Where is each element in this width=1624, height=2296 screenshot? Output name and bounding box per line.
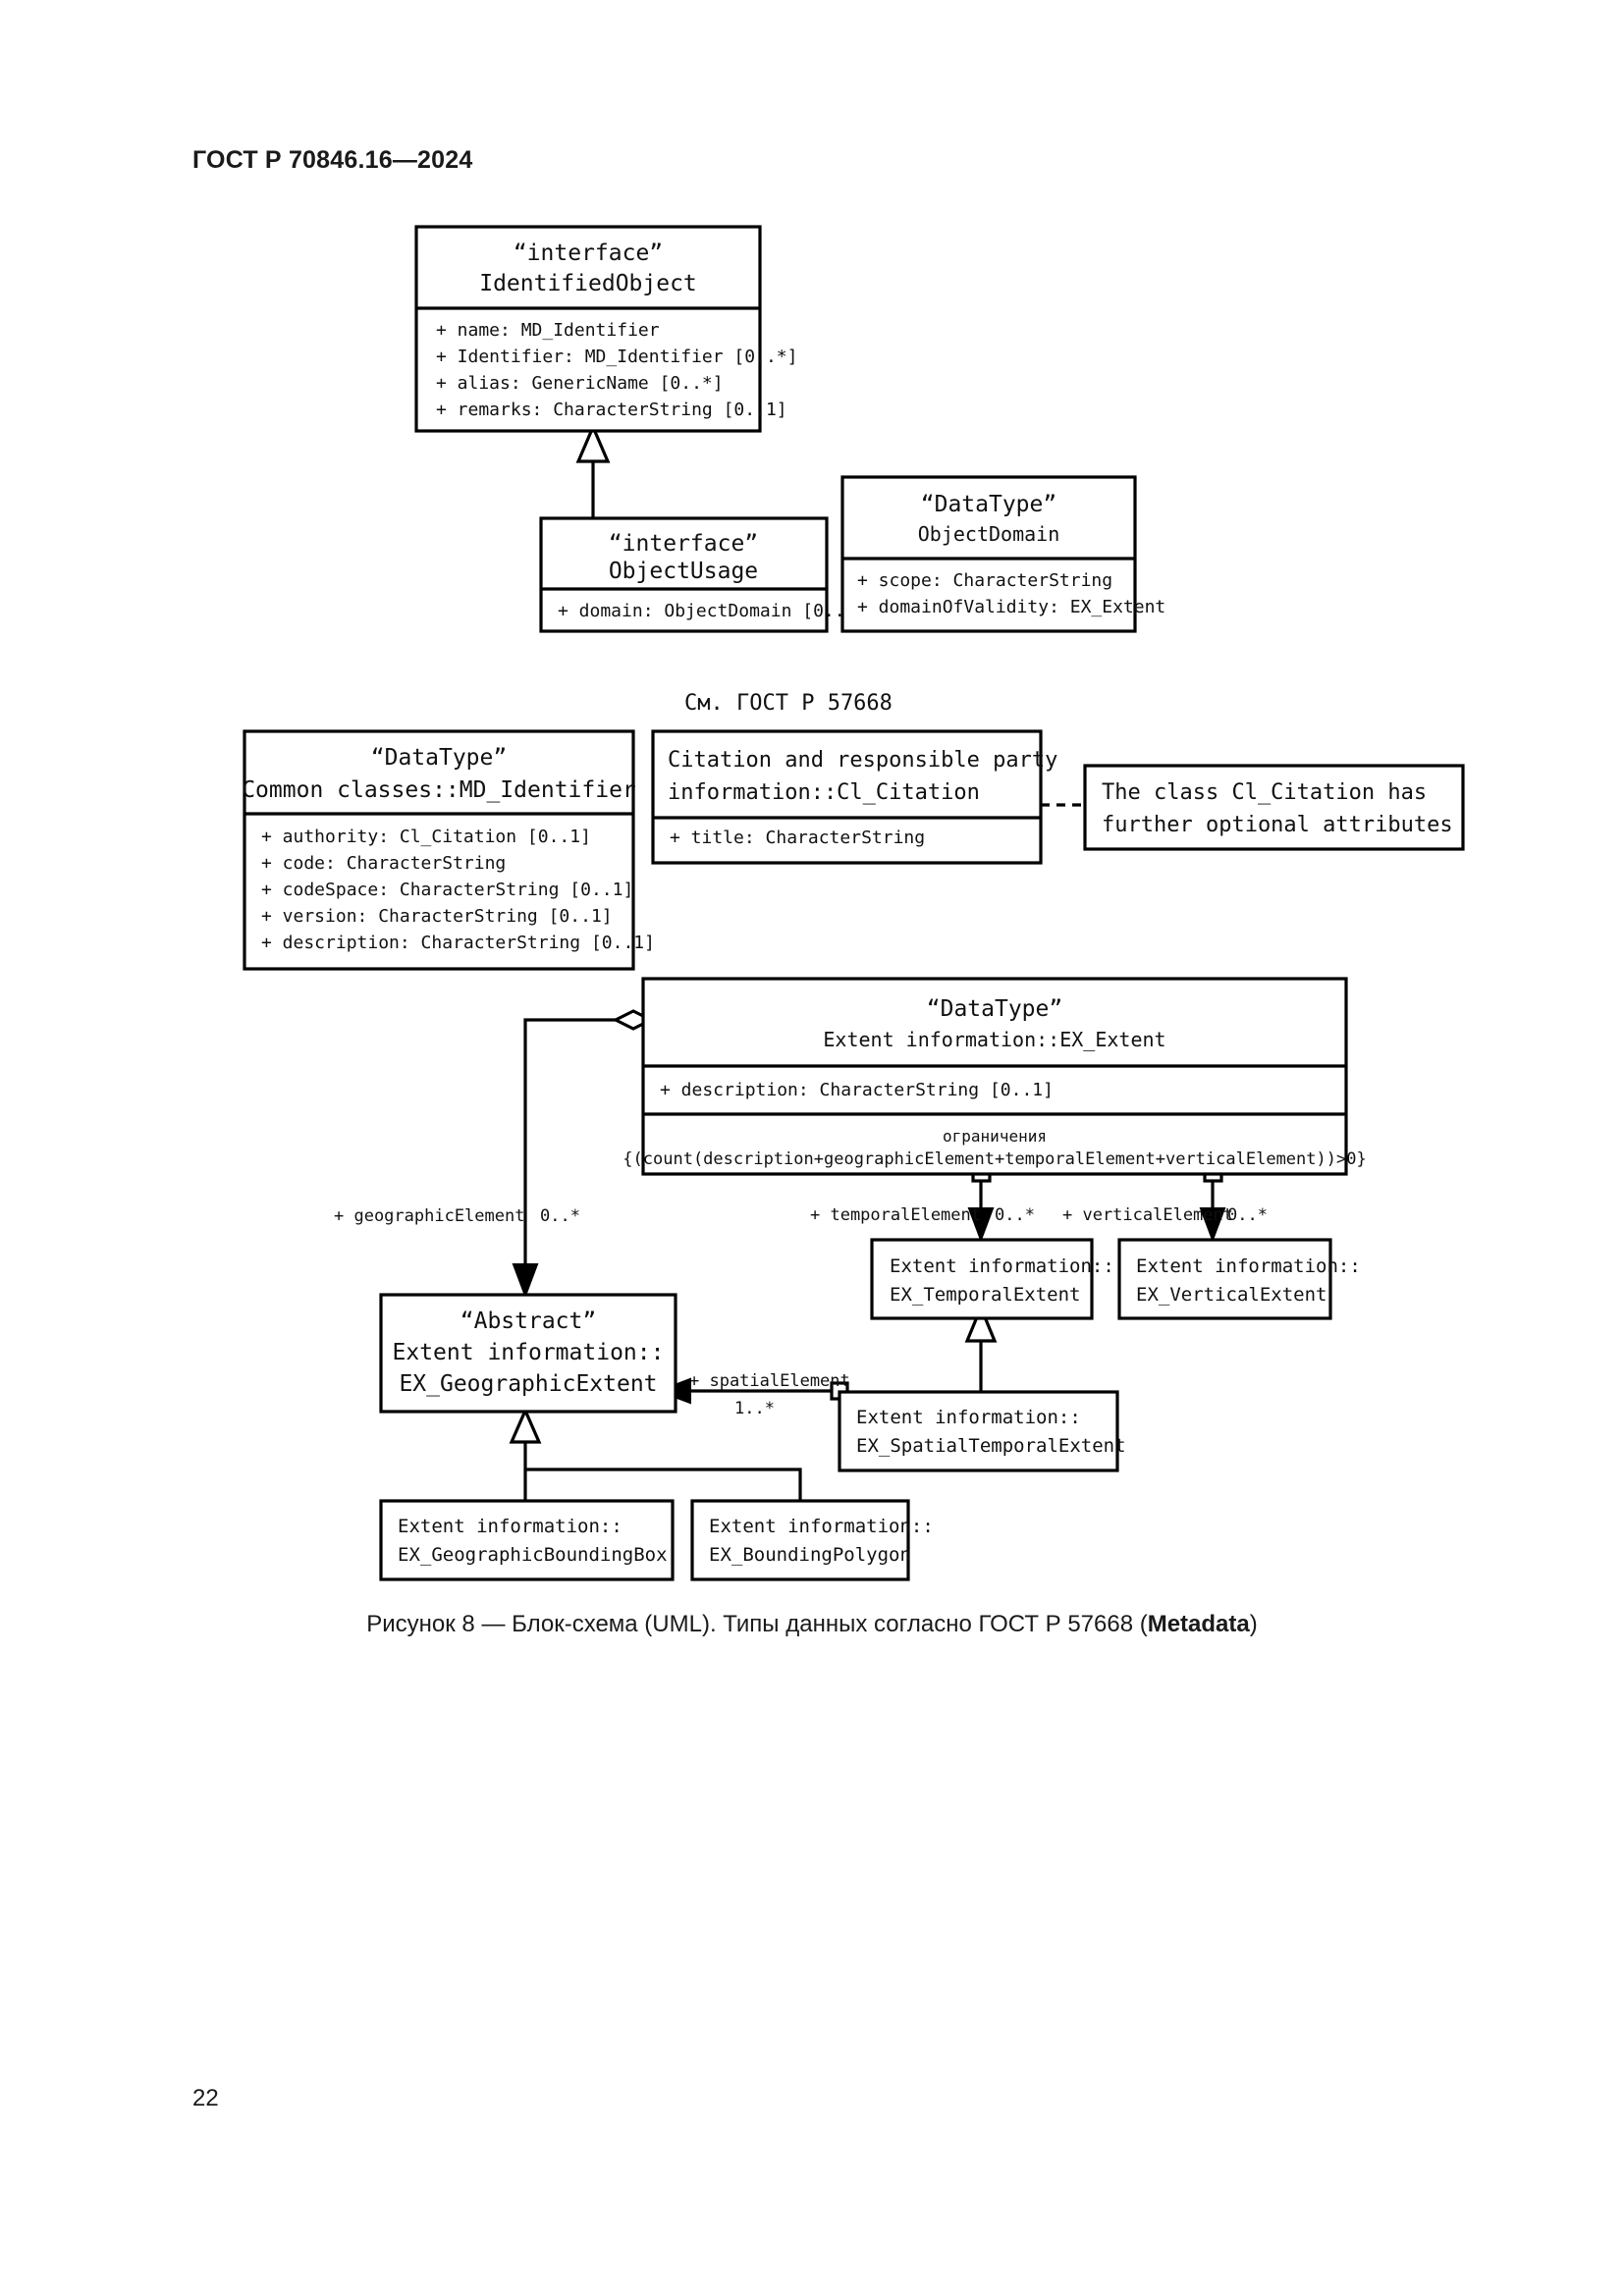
class-identifiedobject[interactable]: “interface” IdentifiedObject + name: MD_… — [414, 225, 797, 433]
extemporalextent-name-line2: EX_TemporalExtent — [890, 1284, 1080, 1306]
exgeographicextent-stereotype: “Abstract” — [460, 1308, 596, 1334]
class-ci-citation[interactable]: Citation and responsible party informati… — [651, 729, 1057, 865]
cicitation-attr-0: + title: CharacterString — [670, 828, 925, 848]
aggregation-exextent-to-verticalextent — [1199, 1164, 1226, 1243]
class-md-identifier[interactable]: “DataType” Common classes::MD_Identifier… — [242, 729, 655, 971]
label-spatialelement-role: + spatialElement — [689, 1371, 850, 1391]
document-header: ГОСТ Р 70846.16—2024 — [192, 146, 473, 174]
objectdomain-attr-0: + scope: CharacterString — [857, 570, 1112, 591]
objectdomain-attr-1: + domainOfValidity: EX_Extent — [857, 597, 1165, 617]
objectusage-name: ObjectUsage — [609, 559, 758, 584]
figure-caption-suffix: ) — [1249, 1611, 1258, 1637]
citation-note-line1: The class Cl_Citation has — [1102, 780, 1427, 805]
see-gost-label: См. ГОСТ Р 57668 — [684, 691, 893, 716]
mdidentifier-stereotype: “DataType” — [371, 745, 507, 771]
exspatialtemporalextent-name-line2: EX_SpatialTemporalExtent — [856, 1435, 1126, 1457]
exextent-stereotype: “DataType” — [927, 996, 1062, 1022]
uml-class-diagram: “interface” IdentifiedObject + name: MD_… — [242, 225, 1465, 1581]
identifiedobject-stereotype: “interface” — [514, 240, 663, 266]
class-objectusage[interactable]: “interface” ObjectUsage + domain: Object… — [539, 516, 866, 633]
mdidentifier-name: Common classes::MD_Identifier — [242, 777, 636, 803]
objectusage-attr-0: + domain: ObjectDomain [0..*] — [558, 601, 866, 621]
cicitation-name-line2: information::Cl_Citation — [668, 780, 980, 805]
exgeographicboundingbox-name-line2: EX_GeographicBoundingBox — [398, 1544, 668, 1566]
mdidentifier-attr-0: + authority: Cl_Citation [0..1] — [261, 827, 591, 847]
exspatialtemporalextent-name-line1: Extent information:: — [856, 1407, 1081, 1428]
objectusage-stereotype: “interface” — [609, 531, 758, 557]
identifiedobject-attr-3: + remarks: CharacterString [0..1] — [436, 400, 787, 420]
generalization-objectusage-to-identifiedobject — [575, 422, 611, 520]
label-verticalelement-role: + verticalElement — [1062, 1205, 1233, 1225]
mdidentifier-attr-1: + code: CharacterString — [261, 853, 506, 874]
exextent-constraint-expression: {(count(description+geographicElement+te… — [623, 1149, 1366, 1169]
class-ex-boundingpolygon[interactable]: Extent information:: EX_BoundingPolygon — [690, 1499, 934, 1581]
identifiedobject-attr-2: + alias: GenericName [0..*] — [436, 373, 724, 394]
extemporalextent-name-line1: Extent information:: — [890, 1255, 1114, 1277]
mdidentifier-attr-3: + version: CharacterString [0..1] — [261, 906, 613, 927]
citation-note-line2: further optional attributes — [1102, 813, 1453, 837]
class-ex-geographicboundingbox[interactable]: Extent information:: EX_GeographicBoundi… — [379, 1499, 675, 1581]
label-geographicelement-role: + geographicElement — [334, 1206, 524, 1226]
mdidentifier-attr-4: + description: CharacterString [0..1] — [261, 933, 655, 953]
exverticalextent-name-line1: Extent information:: — [1136, 1255, 1361, 1277]
cicitation-name-line1: Citation and responsible party — [668, 748, 1057, 773]
exextent-attr-0: + description: CharacterString [0..1] — [660, 1080, 1054, 1100]
identifiedobject-attr-0: + name: MD_Identifier — [436, 320, 660, 341]
label-temporalelement-role: + temporalElement — [810, 1205, 981, 1225]
class-ex-verticalextent[interactable]: Extent information:: EX_VerticalExtent — [1117, 1238, 1361, 1320]
class-ex-geographicextent[interactable]: “Abstract” Extent information:: EX_Geogr… — [379, 1293, 677, 1414]
page-number: 22 — [192, 2085, 219, 2111]
exgeographicboundingbox-name-line1: Extent information:: — [398, 1516, 623, 1537]
objectdomain-name: ObjectDomain — [918, 522, 1060, 546]
exextent-constraint-label: ограничения — [943, 1127, 1047, 1146]
exextent-name: Extent information::EX_Extent — [823, 1028, 1165, 1051]
class-ex-extent[interactable]: “DataType” Extent information::EX_Extent… — [623, 977, 1367, 1176]
figure-caption: Рисунок 8 — Блок-схема (UML). Типы данны… — [0, 1611, 1624, 1638]
exgeographicextent-name-line2: EX_GeographicExtent — [399, 1371, 657, 1397]
identifiedobject-name: IdentifiedObject — [479, 271, 697, 296]
note-citation-attributes: The class Cl_Citation has further option… — [1083, 764, 1465, 851]
mdidentifier-attr-2: + codeSpace: CharacterString [0..1] — [261, 880, 633, 900]
figure-caption-bold: Metadata — [1147, 1611, 1250, 1637]
label-verticalelement-mult: 0..* — [1227, 1205, 1268, 1225]
class-ex-spatialtemporalextent[interactable]: Extent information:: EX_SpatialTemporalE… — [838, 1390, 1126, 1472]
label-geographicelement-mult: 0..* — [540, 1206, 580, 1226]
class-ex-temporalextent[interactable]: Extent information:: EX_TemporalExtent — [870, 1238, 1114, 1320]
class-objectdomain[interactable]: “DataType” ObjectDomain + scope: Charact… — [840, 475, 1165, 633]
aggregation-exextent-to-temporalextent — [967, 1164, 995, 1243]
exgeographicextent-name-line1: Extent information:: — [393, 1340, 665, 1365]
objectdomain-stereotype: “DataType” — [921, 492, 1056, 517]
exboundingpolygon-name-line1: Extent information:: — [709, 1516, 934, 1537]
label-temporalelement-mult: 0..* — [995, 1205, 1035, 1225]
exverticalextent-name-line2: EX_VerticalExtent — [1136, 1284, 1326, 1306]
generalization-subclasses-to-geographicextent — [509, 1407, 802, 1501]
exboundingpolygon-name-line2: EX_BoundingPolygon — [709, 1544, 911, 1566]
label-spatialelement-mult: 1..* — [734, 1399, 775, 1418]
generalization-spatialtemporal-to-temporalextent — [964, 1303, 998, 1392]
figure-caption-prefix: Рисунок 8 — Блок-схема (UML). Типы данны… — [366, 1611, 1148, 1637]
identifiedobject-attr-1: + Identifier: MD_Identifier [0..*] — [436, 347, 797, 367]
